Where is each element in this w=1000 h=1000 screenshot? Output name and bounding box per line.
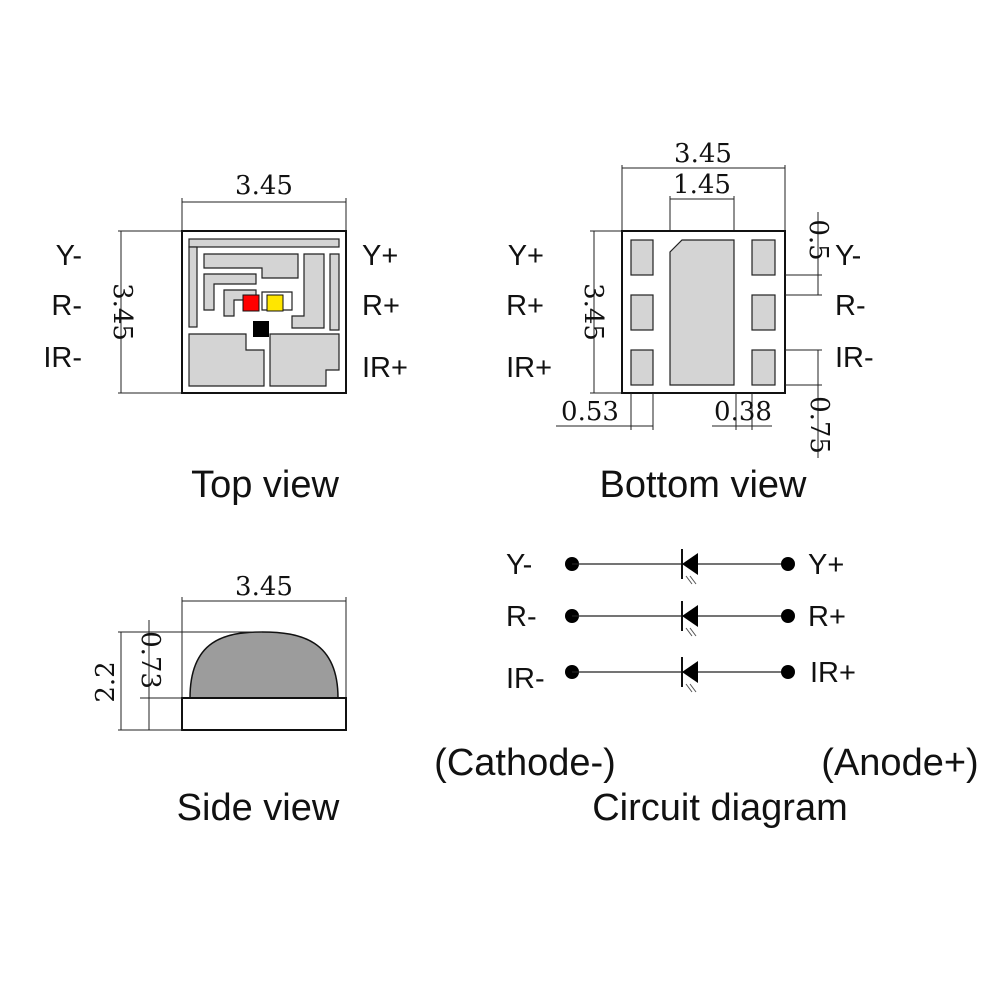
top-left-pin-2: R- — [51, 290, 82, 322]
bottom-left-pin-2: R+ — [506, 290, 544, 322]
diode-symbol — [682, 553, 698, 575]
terminal-dot — [781, 665, 795, 679]
top-right-pin-2: R+ — [362, 290, 400, 322]
top-view: 3.45 3.45 Y- R- IR- Y+ R+ IR+ — [43, 171, 408, 506]
bottom-pad-left-3 — [630, 349, 654, 386]
circuit-left-pin-2: R- — [506, 601, 537, 633]
side-view-caption: Side view — [177, 787, 340, 829]
circuit-row-red: R- R+ — [506, 601, 846, 637]
diode-symbol — [682, 605, 698, 627]
top-right-pin-1: Y+ — [362, 240, 398, 272]
cathode-label: (Cathode-) — [434, 742, 616, 784]
bottom-view: 3.45 1.45 3.45 0.5 0.75 — [506, 139, 874, 506]
bottom-height-dim: 3.45 — [578, 283, 608, 341]
bottom-pad-right-2 — [751, 294, 776, 331]
bottom-right-pin-3: IR- — [835, 342, 874, 374]
pad-pitch-dim: 0.5 — [803, 219, 833, 260]
top-width-dim: 3.45 — [235, 171, 293, 201]
circuit-right-pin-3: IR+ — [810, 657, 856, 689]
top-left-pin-1: Y- — [56, 240, 82, 272]
bottom-center-pad — [669, 239, 735, 386]
bottom-pad-left-1 — [630, 239, 654, 276]
anode-label: (Anode+) — [821, 742, 978, 784]
bottom-pad-left-2 — [630, 294, 654, 331]
terminal-dot — [781, 609, 795, 623]
pad-width-dim: 0.53 — [561, 397, 619, 427]
base-height-dim: 0.73 — [135, 631, 165, 689]
center-pad-dim: 1.45 — [673, 170, 731, 200]
bottom-pad-right-3 — [751, 349, 776, 386]
diode-symbol — [682, 661, 698, 683]
side-view: 3.45 2.2 0.73 Side view — [91, 572, 347, 829]
lens-dome — [189, 631, 339, 699]
ir-chip — [253, 321, 269, 337]
pad-length-dim: 0.75 — [804, 396, 834, 454]
bottom-width-dim: 3.45 — [674, 139, 732, 169]
top-height-dim: 3.45 — [107, 283, 137, 341]
circuit-left-pin-3: IR- — [506, 663, 545, 695]
bottom-right-pin-1: Y- — [835, 240, 861, 272]
bottom-left-pin-1: Y+ — [508, 240, 544, 272]
circuit-left-pin-1: Y- — [506, 549, 532, 581]
yellow-chip — [266, 294, 284, 312]
bottom-pad-right-1 — [751, 239, 776, 276]
circuit-caption: Circuit diagram — [592, 787, 848, 829]
bottom-view-caption: Bottom view — [600, 464, 808, 506]
bottom-right-pin-2: R- — [835, 290, 866, 322]
circuit-right-pin-1: Y+ — [808, 549, 844, 581]
side-width-dim: 3.45 — [235, 572, 293, 602]
bottom-left-pin-3: IR+ — [506, 352, 552, 384]
top-view-caption: Top view — [191, 464, 339, 506]
circuit-row-ir: IR- IR+ — [506, 657, 856, 695]
total-height-dim: 2.2 — [91, 661, 121, 702]
circuit-row-yellow: Y- Y+ — [506, 549, 844, 585]
red-chip — [242, 294, 260, 312]
side-package-base — [181, 697, 347, 731]
pad-gap-dim: 0.38 — [714, 397, 772, 427]
circuit-diagram: Y- Y+ R- R+ IR- — [434, 549, 979, 829]
terminal-dot — [781, 557, 795, 571]
top-right-pin-3: IR+ — [362, 352, 408, 384]
circuit-right-pin-2: R+ — [808, 601, 846, 633]
top-left-pin-3: IR- — [43, 342, 82, 374]
